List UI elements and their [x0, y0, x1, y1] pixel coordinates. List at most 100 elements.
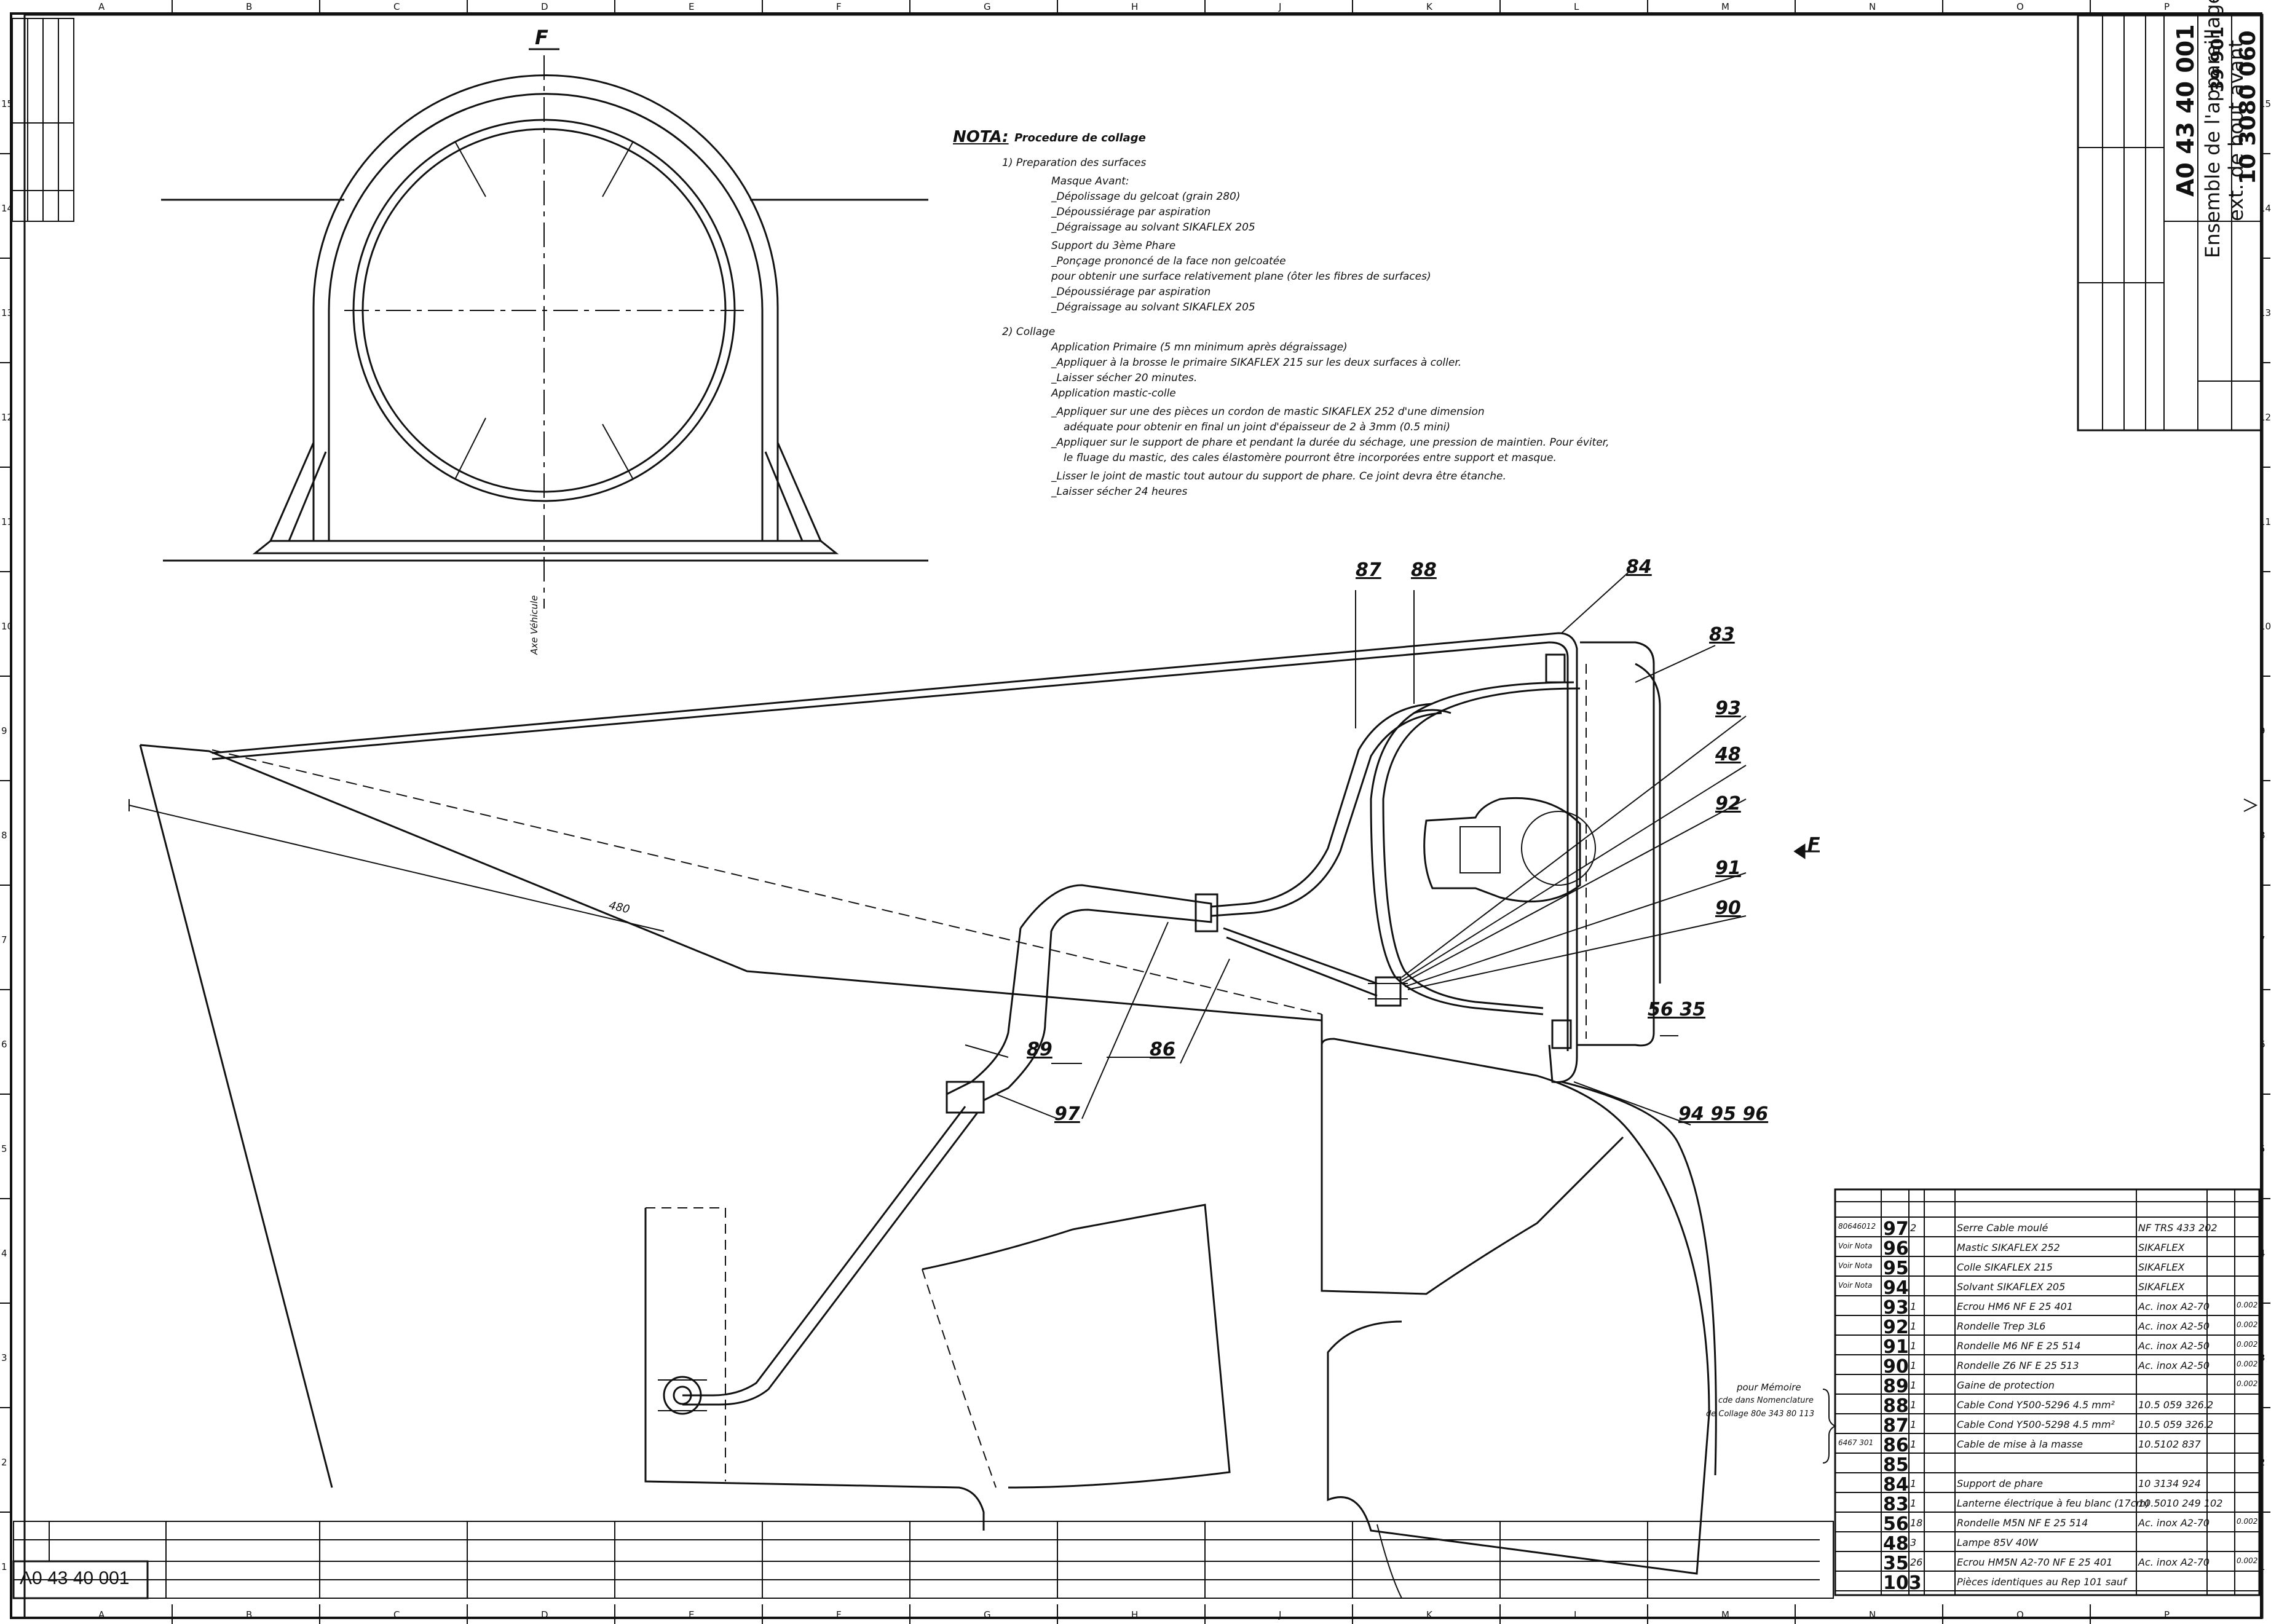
bom-cell-qty: 1: [1910, 1340, 1917, 1352]
grid-letter: F: [836, 1, 842, 12]
callout-label: 56 35: [1648, 999, 1705, 1020]
bom-cell-rep: 35: [1883, 1553, 1909, 1574]
inner-border: [23, 14, 2264, 1619]
bom-cell-rep: 90: [1883, 1356, 1909, 1378]
grid-letter: K: [1426, 1609, 1432, 1620]
grid-letter: M: [1721, 1, 1729, 12]
grid-number: 1: [2259, 1561, 2265, 1572]
nota-line: pour obtenir une surface relativement pl…: [1051, 270, 1431, 283]
nota-block: NOTA: Procedure de collage 1) Preparatio…: [953, 129, 1609, 516]
bom-cell-spec: 10.5010 249 102: [2138, 1497, 2223, 1509]
grid-number: 15: [2259, 98, 2271, 109]
bom-cell-designation: Pièces identiques au Rep 101 sauf: [1957, 1576, 2127, 1588]
bom-cell-designation: Rondelle M5N NF E 25 514: [1957, 1517, 2088, 1529]
grid-number: 7: [1, 934, 7, 945]
bom-cell-spec2: 0.002: [2237, 1379, 2258, 1388]
side-view: [128, 571, 2258, 1599]
callout-label: 88: [1411, 559, 1437, 581]
bom-cell-spec: Ac. inox A2-50: [2138, 1320, 2210, 1332]
bom-cell-designation: Rondelle Z6 NF E 25 513: [1957, 1360, 2079, 1371]
grid-number: 5: [2259, 1143, 2265, 1154]
bom-cell-qty: 26: [1910, 1556, 1923, 1568]
grid-number: 10: [2259, 621, 2271, 632]
bom-cell-spec: SIKAFLEX: [2138, 1281, 2185, 1293]
bom-cell-designation: Solvant SIKAFLEX 205: [1957, 1281, 2066, 1293]
grid-number: 11: [2259, 516, 2271, 527]
callout-label: 97: [1054, 1103, 1080, 1125]
callout-label: 90: [1715, 897, 1741, 919]
grid-letter: F: [836, 1609, 842, 1620]
bom-cell-spec: 10.5 059 326.2: [2138, 1419, 2214, 1430]
bom-cell-spec2: 0.002: [2237, 1340, 2258, 1349]
bom-cell-designation: Rondelle M6 NF E 25 514: [1957, 1340, 2081, 1352]
callout-label: 84: [1626, 556, 1652, 578]
bom-cell-rep: 56: [1883, 1513, 1909, 1535]
bom-cell-ref: 6467 301: [1838, 1438, 1874, 1447]
axis-label: Axe Véhicule: [529, 595, 540, 655]
grid-letter: H: [1131, 1, 1139, 12]
bom-cell-spec: Ac. inox A2-70: [2138, 1517, 2210, 1529]
grid-letter: B: [246, 1, 253, 12]
bom-cell-rep: 87: [1883, 1415, 1909, 1437]
grid-number: 13: [2259, 307, 2271, 318]
bom-cell-designation: Ecrou HM5N A2-70 NF E 25 401: [1957, 1556, 2113, 1568]
grid-letter: N: [1869, 1609, 1876, 1620]
bom-cell-designation: Cable Cond Y500-5296 4.5 mm²: [1957, 1399, 2115, 1411]
grid-number: 14: [2259, 203, 2271, 214]
title-block: [2077, 14, 2262, 432]
grid-number: 13: [1, 307, 14, 318]
bom-cell-spec2: 0.002: [2237, 1320, 2258, 1329]
grid-letter: H: [1131, 1609, 1139, 1620]
bom-cell-designation: Colle SIKAFLEX 215: [1957, 1261, 2053, 1273]
bom-cell-designation: Cable Cond Y500-5298 4.5 mm²: [1957, 1419, 2115, 1430]
nota-line: Application Primaire (5 mn minimum après…: [1051, 341, 1348, 353]
bom-cell-qty: 1: [1910, 1379, 1917, 1391]
grid-letter: P: [2164, 1, 2170, 12]
callout-label: 94 95 96: [1678, 1103, 1769, 1125]
grid-number: 9: [1, 725, 7, 736]
callout-label: 93: [1715, 698, 1741, 719]
grid-number: 4: [1, 1248, 7, 1259]
callout-label: 87: [1356, 559, 1381, 581]
bom-cell-qty: 18: [1910, 1517, 1923, 1529]
bom-row-lines: [1835, 1236, 2259, 1591]
bottom-drawing-number: A0 43 40 001: [20, 1568, 130, 1588]
callout-label: 83: [1709, 624, 1735, 645]
bom-cell-qty: 3: [1910, 1537, 1917, 1548]
grid-number: 3: [2259, 1352, 2265, 1363]
bom-cell-designation: Cable de mise à la masse: [1957, 1438, 2083, 1450]
grid-letter: C: [393, 1, 400, 12]
grid-number: 5: [1, 1143, 7, 1154]
bottom-strip: [12, 1521, 1834, 1599]
bom-cell-spec: 10.5 059 326.2: [2138, 1399, 2214, 1411]
grid-letter: G: [984, 1609, 991, 1620]
bom-cell-spec2: 0.002: [2237, 1556, 2258, 1565]
grid-number: 6: [2259, 1039, 2265, 1050]
grid-letter: L: [1574, 1, 1579, 12]
grid-number: 14: [1, 203, 14, 214]
bom-cell-ref: 80646012: [1838, 1222, 1876, 1231]
grid-letter: B: [246, 1609, 253, 1620]
grid-number: 4: [2259, 1248, 2265, 1259]
grid-letter: E: [689, 1609, 695, 1620]
bom-cell-spec: SIKAFLEX: [2138, 1242, 2185, 1253]
grid-letter: C: [393, 1609, 400, 1620]
nota-line: _Appliquer sur le support de phare et pe…: [1051, 436, 1609, 449]
grid-letter: K: [1426, 1, 1432, 12]
grid-number: 1: [1, 1561, 7, 1572]
grid-letter: D: [541, 1, 548, 12]
bom-cell-designation: Rondelle Trep 3L6: [1957, 1320, 2046, 1332]
grid-number: 2: [1, 1457, 7, 1468]
bom-cell-qty: 2: [1910, 1222, 1917, 1234]
bom-cell-qty: 1: [1910, 1438, 1917, 1450]
bom-cell-designation: Mastic SIKAFLEX 252: [1957, 1242, 2060, 1253]
nota-line: 2) Collage: [1002, 326, 1056, 338]
section-view-f: [161, 48, 928, 609]
memo-brace: [1822, 1389, 1837, 1464]
grid-number: 6: [1, 1039, 7, 1050]
nota-line: _Laisser sécher 20 minutes.: [1051, 372, 1198, 384]
nota-line: _Ponçage prononcé de la face non gelcoat…: [1051, 255, 1286, 267]
revision-block: [12, 18, 74, 222]
